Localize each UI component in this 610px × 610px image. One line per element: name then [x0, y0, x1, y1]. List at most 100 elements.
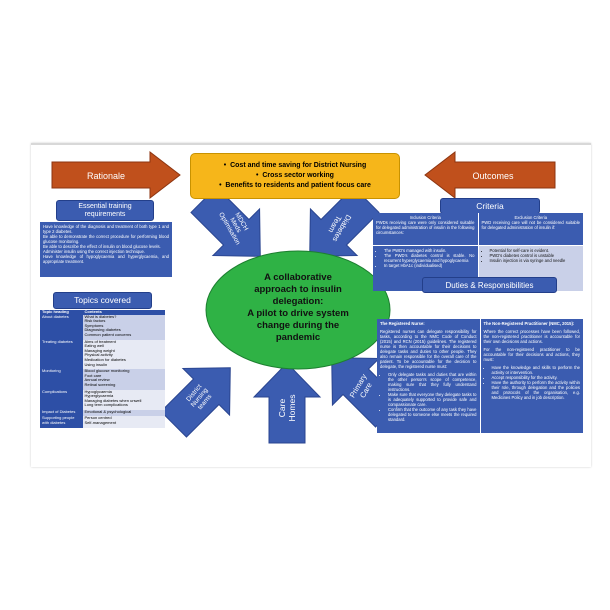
exclusion-intro: PWD receiving care will not be considere… [481, 220, 581, 230]
topic-content-item: Using insulin [84, 361, 108, 367]
topic-heading: Impact of Diabetes [40, 409, 83, 417]
topic-content-item: Foot care [84, 372, 102, 378]
benefit-item: • Cost and time saving for District Nurs… [223, 162, 367, 169]
table-header: Contents [82, 309, 165, 315]
topic-content-item: Physical activity [84, 352, 113, 358]
topic-content-item: Managing weight [84, 347, 115, 353]
nurse-title: The Registered Nurse: [380, 321, 425, 326]
inclusion-item: The PWD's diabetes control is stable. No… [384, 253, 475, 263]
training-item: Have knowledge of hypoglycaemia and hype… [43, 254, 169, 264]
exclusion-item: Potential for self-care is evident. [490, 248, 581, 253]
nonreg-item: Have the knowledge and skills to perform… [492, 365, 581, 375]
central-ellipse [205, 250, 391, 370]
arrow-text: Homes [287, 395, 297, 422]
slide-frame [31, 143, 591, 467]
outcomes-label: Outcomes [472, 171, 514, 181]
benefit-text: Cross sector working [262, 172, 334, 179]
outcomes-arrow [424, 150, 556, 200]
exclusion-header: Exclusion Criteria PWD receiving care wi… [478, 213, 583, 245]
benefit-text: Benefits to residents and patient focus … [225, 182, 371, 189]
benefits-box: • Cost and time saving for District Nurs… [190, 153, 400, 199]
exclusion-item: PWD's diabetes control is unstable [490, 253, 581, 258]
table-header: Topic heading [40, 309, 83, 315]
nurse-text: Registered nurses can delegate responsib… [380, 329, 477, 369]
topic-content-item: Common patient concerns [84, 331, 132, 337]
central-title: A collaborative approach to insulin dele… [247, 272, 349, 343]
topic-content-item: Risk factors [84, 318, 106, 324]
exclusion-item: Insulin injection is via syringe and nee… [490, 258, 581, 263]
topic-heading: About diabetes [40, 314, 83, 340]
topic-heading: Monitoring [40, 368, 83, 390]
benefit-item: • Cross sector working [256, 172, 334, 179]
topic-content-item: Blood glucose monitoring [84, 368, 130, 374]
care-homes-label: Care Homes [277, 395, 297, 422]
registered-nurse-column: The Registered Nurse: Registered nurses … [377, 319, 480, 433]
topic-content-item: Retinal screening [84, 381, 116, 387]
nurse-item: Confirm that the outcome of any task the… [388, 407, 477, 422]
inclusion-item: The PWD's managed with insulin. [384, 248, 475, 253]
training-item: Be able to describe the effect of insuli… [43, 244, 161, 249]
topic-content-item: Symptoms [84, 322, 104, 328]
topic-content-item: Medication for diabetes [84, 356, 126, 362]
center-line: A pilot to drive system [247, 308, 349, 319]
criteria-title: Criteria [440, 198, 540, 214]
training-item: Administer insulin using the correct inj… [43, 249, 145, 254]
benefit-item: • Benefits to residents and patient focu… [219, 182, 371, 189]
training-list: Have knowledge of the diagnosis and trea… [40, 222, 172, 277]
topic-content-item: Emotional & psychological [84, 408, 132, 414]
topic-content-item: Annual review [84, 377, 110, 383]
nonreg-text: For the non-registered practitioner to b… [483, 347, 581, 362]
topic-heading: Supporting people with diabetes [40, 416, 83, 428]
duties-title: Duties & Responsibilities [422, 277, 557, 293]
topic-content-item: Self-management [84, 420, 117, 426]
rationale-label: Rationale [87, 171, 125, 181]
center-line: approach to insulin [254, 284, 342, 295]
benefit-text: Cost and time saving for District Nursin… [230, 162, 367, 169]
topic-content-item: Hyperglycaemia [84, 393, 114, 399]
topic-contents: Emotional & psychological [82, 408, 165, 417]
topic-content-item: Long term complications [84, 402, 128, 408]
inclusion-intro: PWDs receiving care were only considered… [376, 220, 475, 235]
topic-content-item: Person centred [84, 415, 112, 421]
nurse-item: Make sure that everyone they delegate ta… [388, 392, 477, 407]
center-line: A collaborative [264, 272, 332, 283]
non-registered-column: The Non-Registered Practitioner (NMC, 20… [480, 319, 583, 433]
inclusion-item: In target HbA1c (individualised) [384, 263, 475, 268]
training-item: Be able to demonstrate the correct proce… [43, 234, 169, 244]
inclusion-title: Inclusion Criteria [409, 215, 441, 220]
rationale-arrow [51, 150, 181, 200]
topic-content-item: Managing diabetes when unwell [84, 397, 142, 403]
nurse-item: Only delegate tasks and duties that are … [388, 372, 477, 392]
exclusion-title: Exclusion Criteria [514, 215, 548, 220]
center-line: pandemic [276, 332, 320, 343]
inclusion-header: Inclusion Criteria PWDs receiving care w… [373, 213, 478, 245]
topic-content-item: Diagnosing diabetes [84, 327, 121, 333]
topic-content-item: What is diabetes? [84, 313, 117, 319]
arrow-text: Care [277, 399, 287, 418]
center-line: delegation: [273, 296, 324, 307]
nonreg-title: The Non-Registered Practitioner (NMC, 20… [483, 321, 575, 326]
training-title: Essential training requirements [56, 200, 154, 221]
topic-content-item: Hypoglycaemia [84, 388, 112, 394]
nonreg-item: Accept responsibility for the activity. [492, 375, 581, 380]
nonreg-item: Have the authority to perform the activi… [492, 380, 581, 400]
topic-heading: Complications [40, 389, 83, 410]
nonreg-text: Where the correct processes have been fo… [483, 329, 581, 344]
training-item: Have knowledge of the diagnosis and trea… [43, 224, 169, 234]
topic-content-item: Eating well [84, 343, 104, 349]
topic-content-item: Aims of treatment [84, 338, 116, 344]
